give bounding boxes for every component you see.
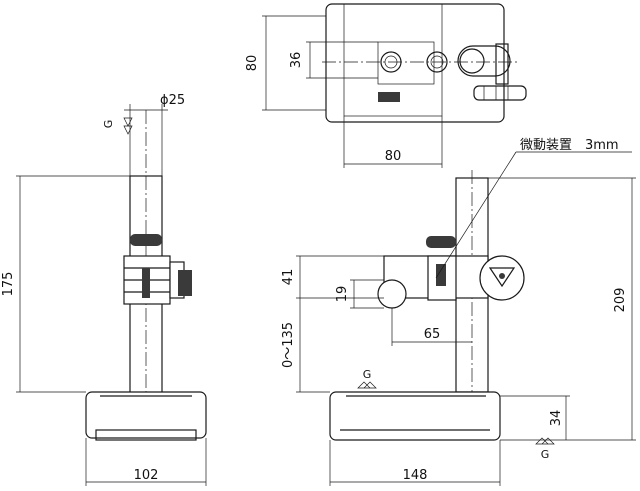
front-fine-adjust bbox=[436, 264, 446, 286]
top-offset-label: 36 bbox=[289, 52, 304, 69]
front-surface-bottom-label: G bbox=[541, 448, 550, 461]
top-fine-knob-arm bbox=[457, 45, 511, 77]
front-top-knob bbox=[426, 236, 456, 248]
side-surface-label: G bbox=[102, 120, 115, 129]
front-65-label: 65 bbox=[424, 327, 441, 342]
top-hatched-knob bbox=[378, 92, 400, 102]
front-surface-top-label: G bbox=[363, 368, 372, 381]
fine-adjust-annotation: 微動装置 3mm bbox=[520, 138, 619, 153]
top-block bbox=[377, 41, 435, 85]
front-holder-ball bbox=[377, 279, 407, 309]
front-base bbox=[329, 391, 501, 441]
side-base bbox=[85, 391, 207, 439]
front-view bbox=[296, 151, 636, 486]
front-base-width-label: 148 bbox=[403, 468, 428, 483]
side-top-knob bbox=[130, 234, 162, 246]
front-range-label: 0～135 bbox=[281, 322, 296, 368]
front-19-label: 19 bbox=[335, 286, 350, 303]
side-height-label: 175 bbox=[1, 272, 16, 297]
top-width-label: 80 bbox=[385, 149, 402, 164]
front-34-label: 34 bbox=[549, 410, 564, 427]
side-base-width-label: 102 bbox=[134, 468, 159, 483]
front-209-label: 209 bbox=[613, 288, 628, 313]
top-view bbox=[262, 3, 527, 168]
top-base-plate bbox=[325, 3, 505, 123]
top-height-label: 80 bbox=[245, 55, 260, 72]
side-knob bbox=[178, 270, 192, 296]
side-view bbox=[16, 104, 207, 486]
side-diameter-label: ϕ25 bbox=[160, 93, 185, 108]
top-knob bbox=[473, 85, 527, 101]
top-inner-plate bbox=[343, 3, 443, 117]
front-41-label: 41 bbox=[281, 269, 296, 286]
